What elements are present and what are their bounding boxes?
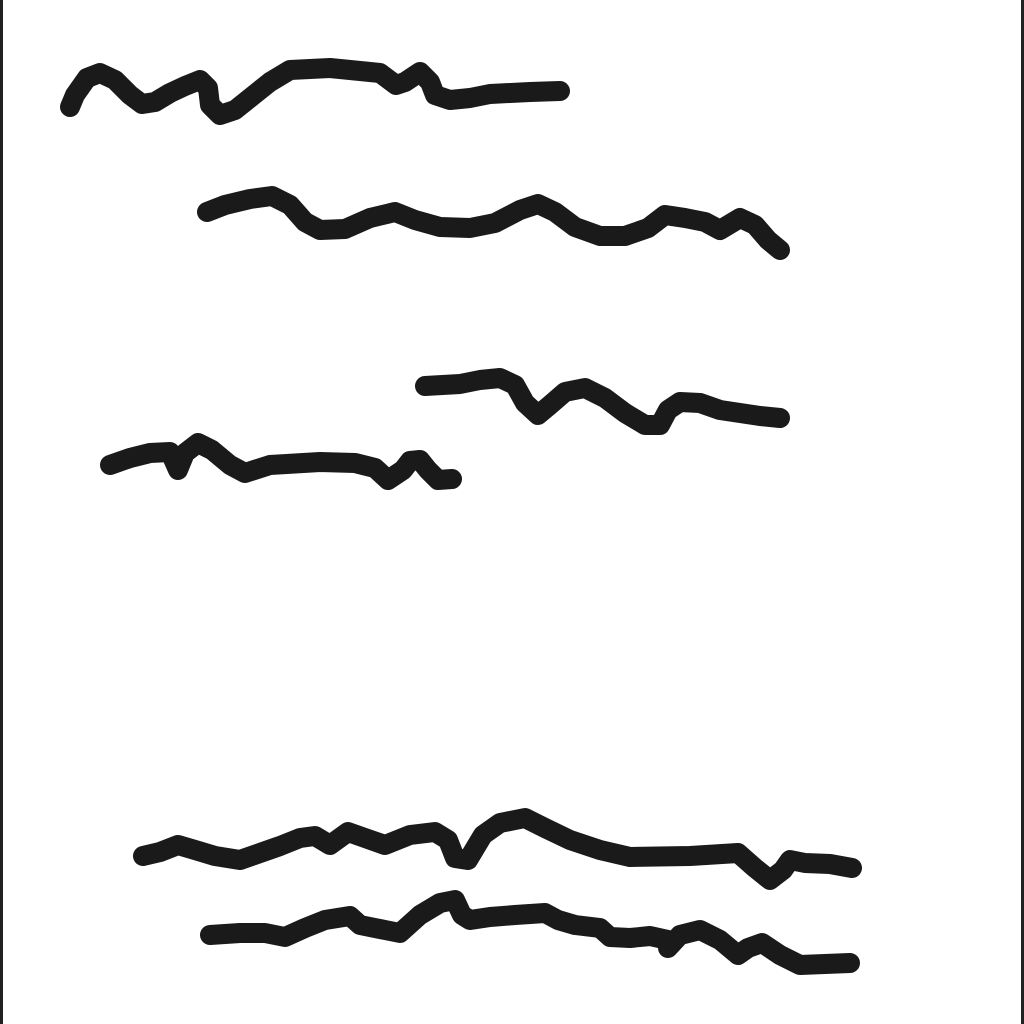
left-edge-line bbox=[0, 0, 3, 1024]
scribble-line-3 bbox=[415, 368, 790, 435]
right-edge-line bbox=[1021, 0, 1024, 1024]
scribble-line-1 bbox=[60, 58, 570, 125]
scribble-line-5 bbox=[133, 808, 862, 890]
scribble-line-6 bbox=[200, 890, 860, 975]
scribble-line-4 bbox=[100, 433, 462, 490]
scribble-line-2 bbox=[197, 186, 790, 260]
